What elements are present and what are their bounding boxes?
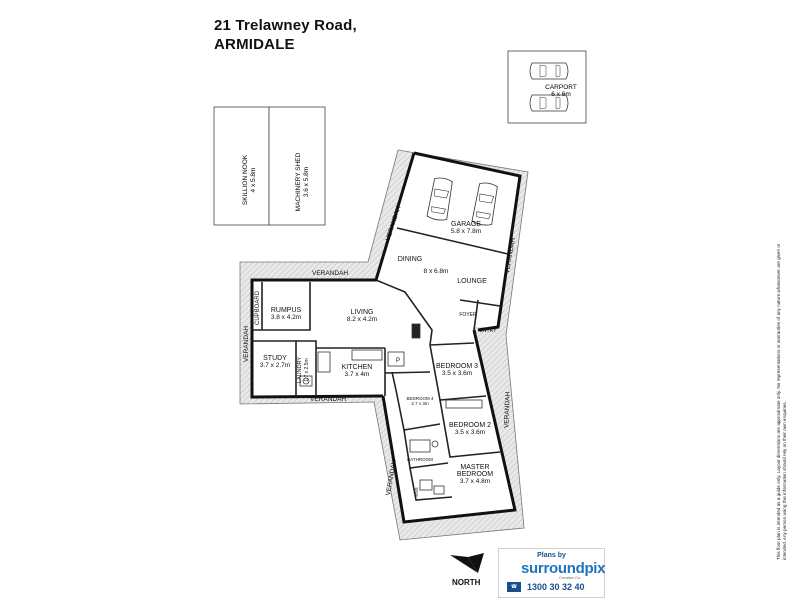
study-label: STUDY <box>263 355 287 362</box>
study-size: 3.7 x 2.7m <box>260 362 290 369</box>
garage-label: GARAGE <box>451 221 481 228</box>
verandah-label-bed-east: VERANDAH <box>503 391 511 428</box>
machinery-shed-size: 3.6 x 5.8m <box>303 167 310 197</box>
living-label: LIVING <box>351 309 374 316</box>
exterior-walls <box>250 151 522 524</box>
north-arrow-icon <box>450 553 484 573</box>
machinery-shed-outline <box>268 106 326 226</box>
master-size: 3.7 x 4.8m <box>460 478 490 485</box>
verandah-label-top-left: VERANDAH <box>312 270 348 277</box>
verandah-label-left: VERANDAH <box>243 326 250 362</box>
brand-sub: Creative Co. <box>559 575 582 580</box>
laundry-size: 1.7 x 2.5m <box>304 358 310 381</box>
master-label: MASTER <box>460 464 489 471</box>
property-address: 21 Trelawney Road, ARMIDALE <box>214 16 357 54</box>
kitchen-size: 3.7 x 4m <box>345 371 370 378</box>
bedroom4-size: 2.7 x 3m <box>411 401 429 406</box>
verandah-label-bottom: VERANDAH <box>310 396 346 403</box>
lounge-label: LOUNGE <box>457 278 487 285</box>
skillion-nook-outline <box>213 106 270 226</box>
north-label: NORTH <box>452 578 481 587</box>
bedroom4-label: BEDROOM 4 <box>406 396 434 401</box>
brand-box: Plans by surroundpix Creative Co. ☎ 1300… <box>498 548 606 598</box>
phone-icon: ☎ <box>507 582 521 592</box>
cupboard-label: CUPBOARD <box>255 290 261 325</box>
bedroom2-label: BEDROOM 2 <box>449 422 491 429</box>
brand-plans-by: Plans by <box>537 552 566 559</box>
bedroom2-size: 3.5 x 3.6m <box>455 429 485 436</box>
brand-logo: surroundpix <box>521 560 606 577</box>
dining-lounge-size: 8 x 6.8m <box>424 268 449 275</box>
brand-logo-a: surr <box>521 560 549 577</box>
bathroom-fixtures <box>409 399 483 495</box>
pantry-label: P <box>396 358 400 364</box>
skillion-nook-size: 4 x 5.8m <box>250 168 257 193</box>
carport-size: 6 x 6m <box>551 91 571 98</box>
laundry-label: LAUNDRY <box>297 357 303 384</box>
carport-label: CARPORT <box>545 84 577 91</box>
brand-logo-b: undpix <box>557 560 606 577</box>
master-label-2: BEDROOM <box>457 471 493 478</box>
disclaimer: This floor plan is intended as a guide o… <box>776 243 787 560</box>
bathroom-label: BATHROOM <box>407 457 433 462</box>
address-line-2: ARMIDALE <box>214 36 295 53</box>
skillion-nook-label: SKILLION NOOK <box>242 154 249 205</box>
garage-size: 5.8 x 7.8m <box>451 228 481 235</box>
living-size: 8.2 x 4.2m <box>347 316 377 323</box>
house-interior <box>252 153 520 522</box>
interior-walls <box>252 227 509 501</box>
ensuite-label: ENS <box>414 487 419 496</box>
machinery-shed-label: MACHINERY SHED <box>295 152 302 211</box>
kitchen-label: KITCHEN <box>342 364 373 371</box>
carport-car-1 <box>529 62 569 80</box>
rumpus-label: RUMPUS <box>271 307 302 314</box>
entry-label: ENTRY <box>480 328 498 334</box>
rumpus-size: 3.8 x 4.2m <box>271 314 301 321</box>
foyer-label: FOYER <box>459 312 477 318</box>
bedroom3-size: 3.5 x 3.6m <box>442 370 472 377</box>
dining-label: DINING <box>398 256 423 263</box>
bedroom3-label: BEDROOM 3 <box>436 363 478 370</box>
kitchen-fixtures <box>299 323 421 387</box>
address-line-1: 21 Trelawney Road, <box>214 17 357 34</box>
brand-phone: 1300 30 32 40 <box>527 582 585 592</box>
